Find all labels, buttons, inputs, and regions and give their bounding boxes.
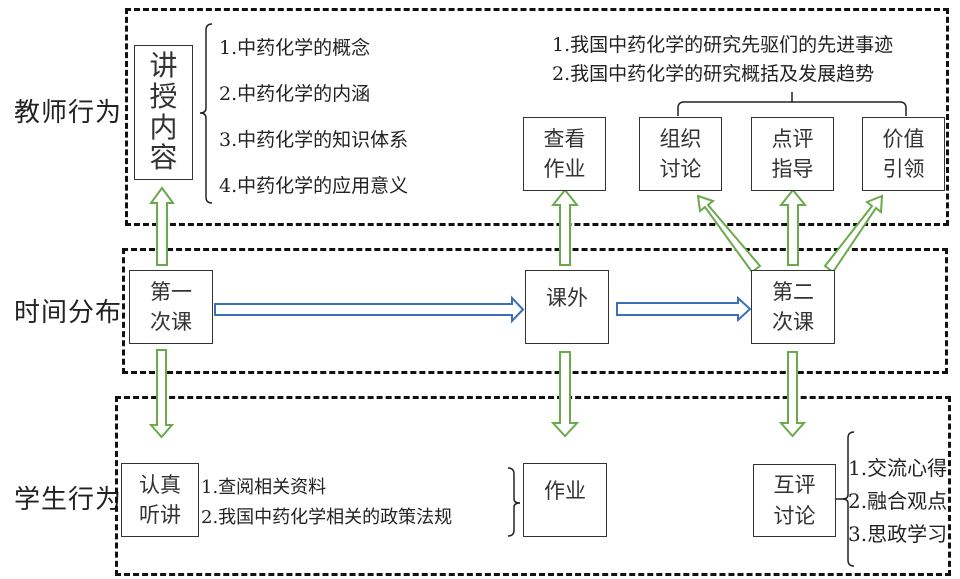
box-line: 课外 [546,286,588,310]
listen-box: 认真 听讲 [121,463,199,537]
box-line: 作业 [544,479,586,503]
homework-item: 2.我国中药化学相关的政策法规 [201,507,453,528]
lecture-item: 1.中药化学的概念 [219,37,371,59]
arrow-right-after-to-second [616,295,752,323]
second-class-item: 2.我国中药化学的研究概括及发展趋势 [552,63,875,85]
box-line: 价值 [882,126,925,151]
box-line: 听讲 [139,503,181,527]
box-line: 讨论 [659,157,702,181]
box-line: 认真 [139,472,181,497]
arrow-down-homework [550,351,580,438]
lecture-item: 2.中药化学的内涵 [219,83,371,105]
peer-review-box: 互评 讨论 [753,464,836,537]
green-arrows [148,186,884,439]
student-zone [115,396,951,576]
arrow-up-check-homework [550,188,580,266]
second-class-box: 第二 次课 [751,270,835,344]
box-line: 引领 [882,157,925,181]
box-line: 讨论 [773,503,816,528]
box-line: 次课 [150,310,192,334]
box-line: 互评 [773,473,816,498]
peer-item: 1.交流心得 [848,456,948,480]
arrow-diag-value [823,194,884,274]
bracket-peer [835,431,855,567]
comment-guide-box: 点评 指导 [751,117,834,191]
lecture-content-box: 讲 授 内 容 [134,45,193,180]
homework-item: 1.查阅相关资料 [201,477,327,498]
box-line: 作业 [543,157,586,181]
bracket-second-class [677,92,907,116]
arrow-right-first-to-after [214,295,525,324]
bracket-homework [507,467,521,537]
blue-arrows [214,295,752,324]
value-lead-box: 价值 引领 [862,117,945,191]
lecture-item: 3.中药化学的知识体系 [219,129,409,151]
box-line: 点评 [771,126,814,151]
first-class-box: 第一 次课 [129,270,213,344]
brackets [199,23,907,567]
arrow-up-lecture [149,186,175,266]
arrow-diag-organize [696,194,762,274]
after-class-box: 课外 [525,270,609,344]
second-class-item: 1.我国中药化学的研究先驱们的先进事迹 [552,34,894,56]
lecture-char: 容 [149,141,178,175]
arrow-down-listen [148,349,175,439]
box-line: 次课 [772,310,814,334]
arrow-up-comment [778,188,808,266]
box-line: 第一 [150,279,192,304]
lecture-item: 4.中药化学的应用意义 [219,175,409,197]
bracket-lecture [199,23,213,204]
row-label-time: 时间分布 [14,298,123,328]
box-line: 查看 [543,126,586,151]
organize-discussion-box: 组织 讨论 [639,117,722,191]
row-label-teacher: 教师行为 [14,98,123,128]
peer-item: 2.融合观点 [848,489,948,513]
box-line: 指导 [771,157,814,181]
box-line: 第二 [772,279,814,304]
lecture-char: 内 [149,110,178,144]
peer-item: 3.思政学习 [848,522,948,546]
homework-box: 作业 [523,463,607,537]
check-homework-box: 查看 作业 [523,117,606,191]
box-line: 组织 [659,126,702,151]
teacher-zone [125,8,949,226]
lecture-char: 讲 [149,48,178,82]
lecture-char: 授 [149,79,178,113]
arrow-down-peer [778,351,807,438]
time-zone [122,248,948,374]
row-label-student: 学生行为 [14,485,123,515]
